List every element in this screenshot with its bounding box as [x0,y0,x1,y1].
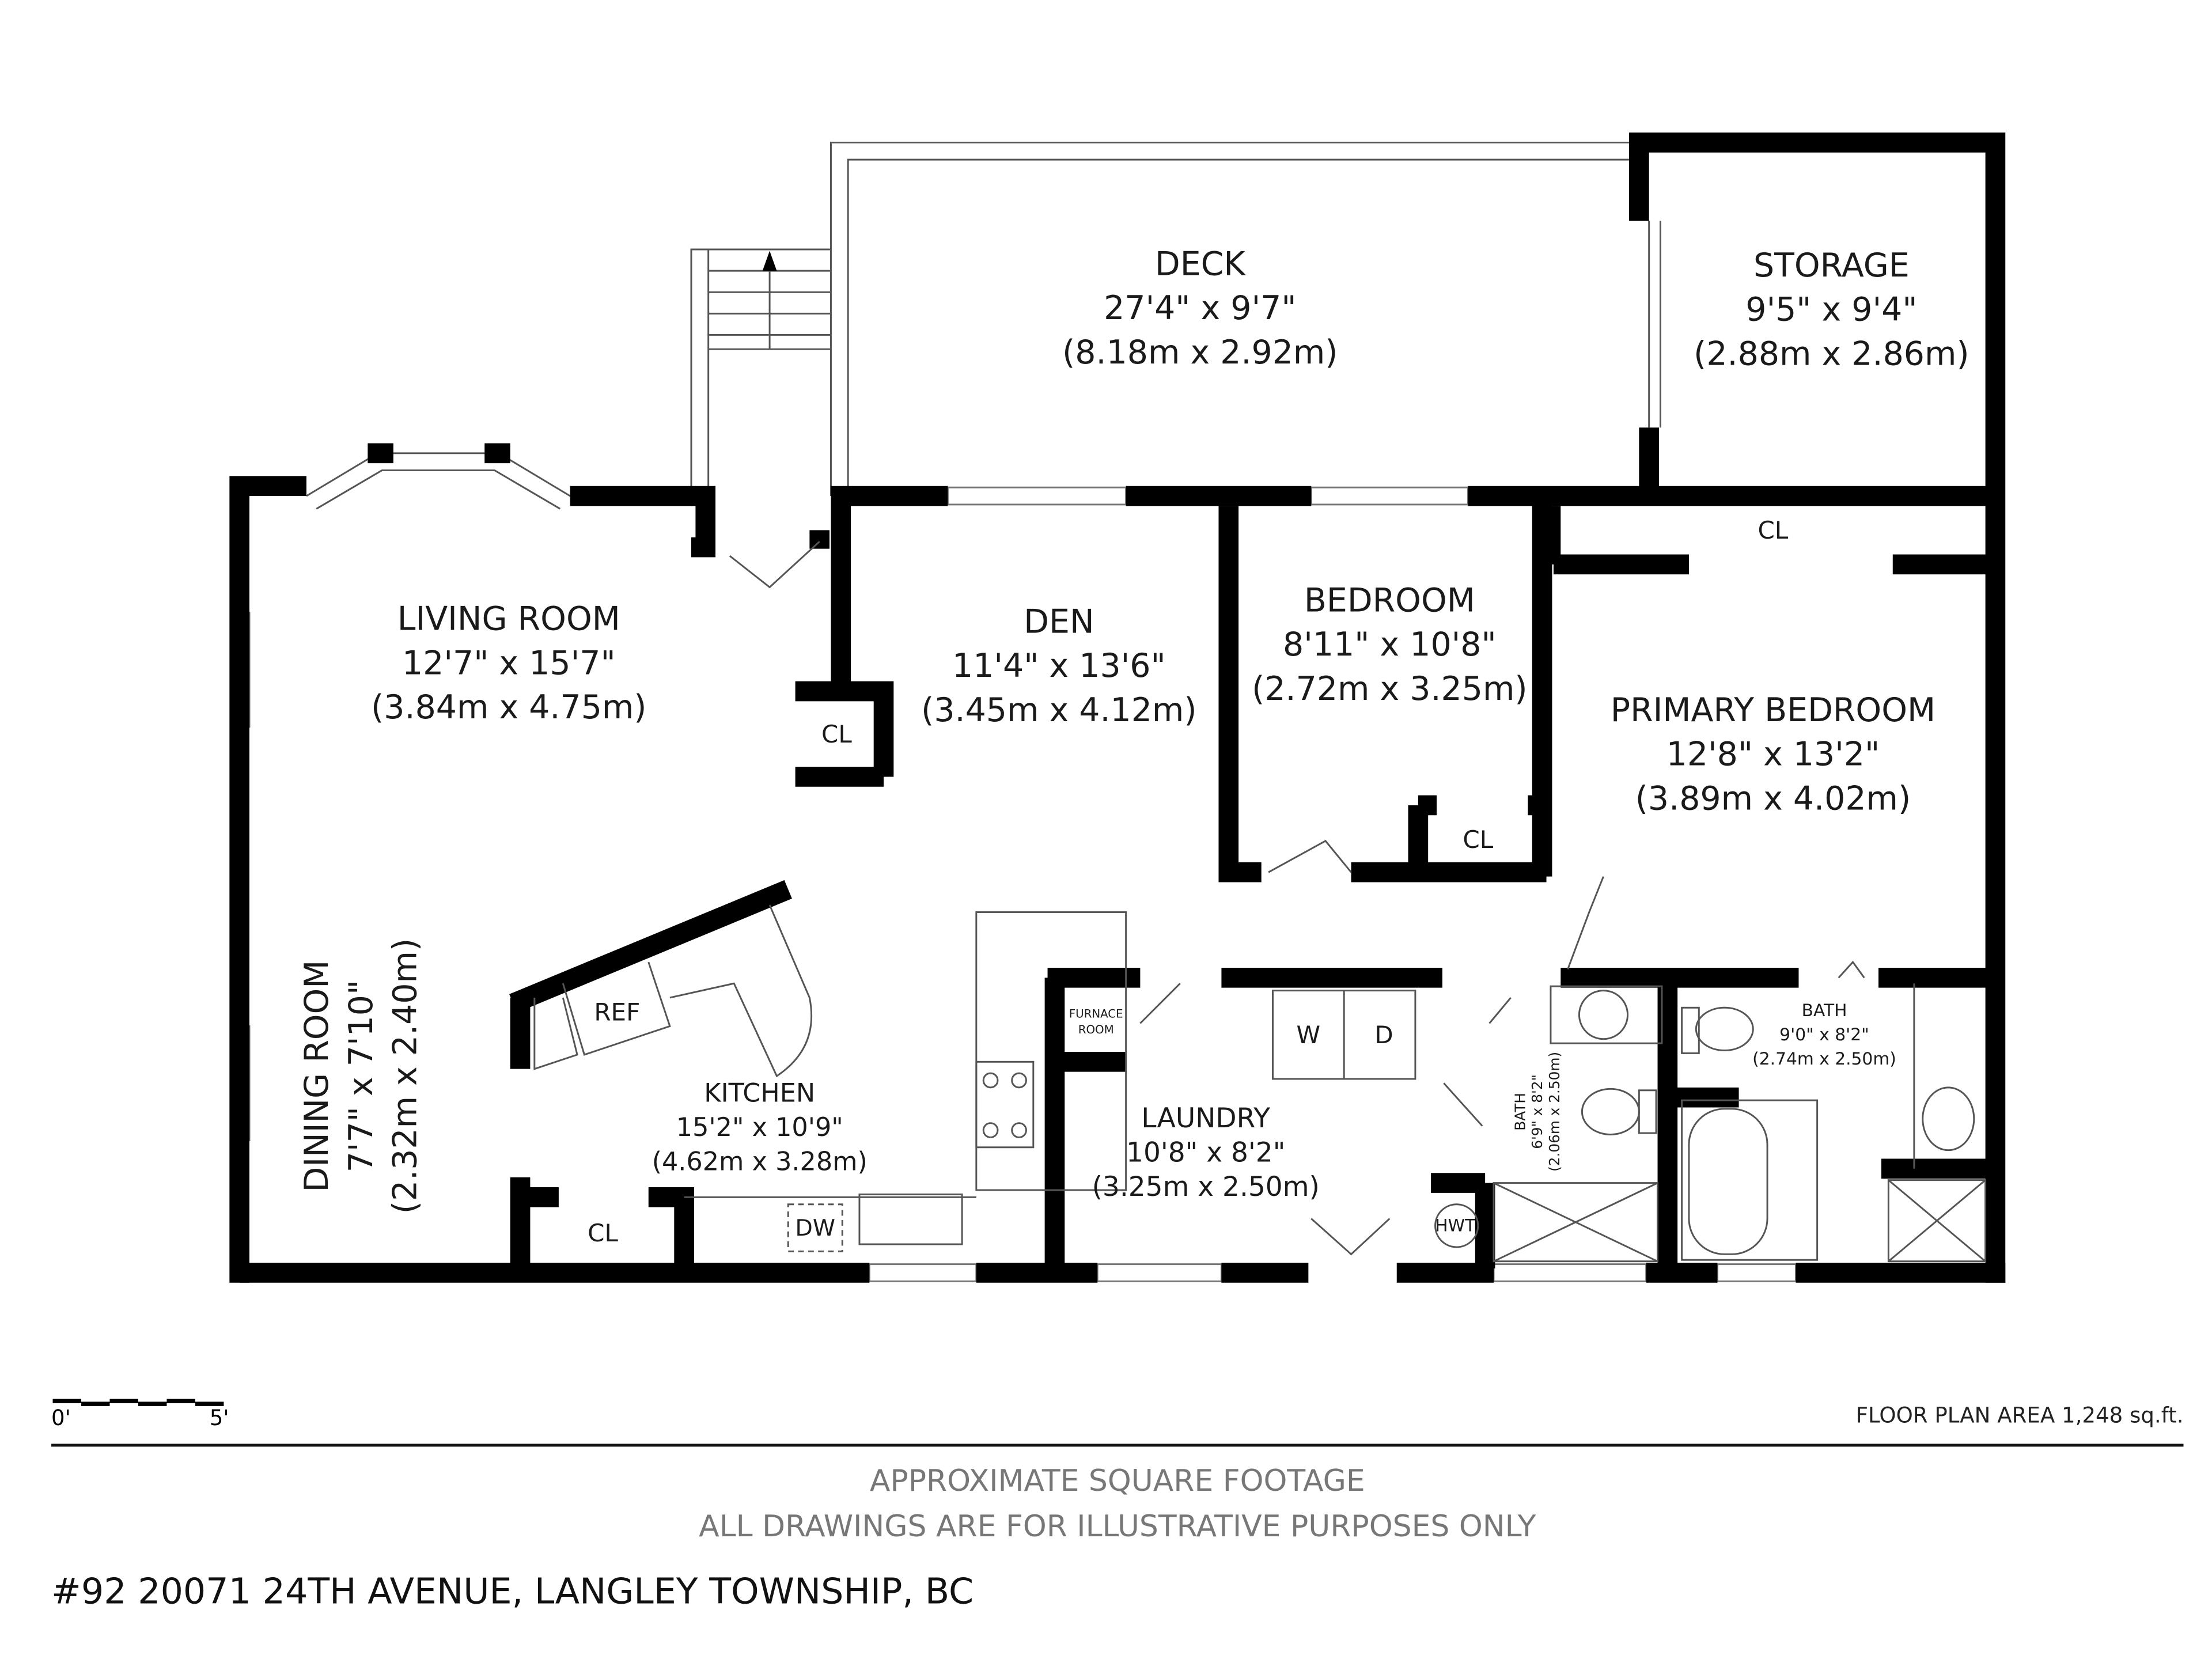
closet-label: CL [1463,825,1493,854]
property-address: #92 20071 24TH AVENUE, LANGLEY TOWNSHIP,… [51,1571,974,1612]
dryer-label: D [1374,1021,1393,1049]
room-primary-bedroom: PRIMARY BEDROOM 12'8" x 13'2" (3.89m x 4… [1611,691,1936,817]
room-metric: (2.74m x 2.50m) [1752,1049,1896,1069]
room-name: BATH [1512,1093,1528,1131]
room-name: PRIMARY BEDROOM [1611,691,1936,729]
disclaimer-line-1: APPROXIMATE SQUARE FOOTAGE [870,1464,1365,1498]
scale-bar: 0' 5' [51,1399,229,1430]
room-metric: (3.25m x 2.50m) [1092,1171,1320,1203]
disclaimer-line-2: ALL DRAWINGS ARE FOR ILLUSTRATIVE PURPOS… [699,1509,1536,1544]
scale-start: 0' [51,1406,71,1430]
room-dimensions: 10'8" x 8'2" [1126,1137,1285,1168]
room-name: KITCHEN [704,1078,815,1108]
room-dimensions: 9'0" x 8'2" [1779,1025,1869,1045]
deck-outline [690,141,1661,497]
stair-arrow-icon [762,251,777,271]
room-metric: (3.89m x 4.02m) [1635,779,1911,817]
room-metric: (3.45m x 4.12m) [921,691,1196,729]
room-dimensions: 15'2" x 10'9" [676,1112,843,1142]
room-den: DEN 11'4" x 13'6" (3.45m x 4.12m) [921,603,1196,729]
room-dimensions: 27'4" x 9'7" [1104,289,1296,327]
room-metric: (3.84m x 4.75m) [371,688,646,726]
furnace-room-label: FURNACE [1069,1007,1123,1021]
room-name: BATH [1802,1001,1847,1021]
room-metric: (2.88m x 2.86m) [1694,335,1969,373]
room-bedroom: BEDROOM 8'11" x 10'8" (2.72m x 3.25m) [1252,581,1527,707]
room-living: LIVING ROOM 12'7" x 15'7" (3.84m x 4.75m… [371,600,646,726]
closet-label: CL [588,1219,618,1247]
closet-label: CL [1758,516,1789,544]
room-name: LIVING ROOM [397,600,620,638]
room-dimensions: 11'4" x 13'6" [952,647,1166,685]
room-metric: (2.72m x 3.25m) [1252,670,1527,708]
room-laundry: LAUNDRY 10'8" x 8'2" (3.25m x 2.50m) [1092,1103,1320,1203]
room-metric: (2.06m x 2.50m) [1546,1052,1563,1172]
room-name: DECK [1155,245,1246,283]
room-dimensions: 12'7" x 15'7" [402,644,616,682]
room-name: BEDROOM [1304,581,1475,619]
room-bath-2: BATH 9'0" x 8'2" (2.74m x 2.50m) [1752,1001,1896,1069]
closet-label: CL [821,720,852,748]
room-dimensions: 6'9" x 8'2" [1529,1074,1546,1149]
room-name: STORAGE [1753,247,1910,285]
room-deck: DECK 27'4" x 9'7" (8.18m x 2.92m) [1062,245,1338,372]
room-storage: STORAGE 9'5" x 9'4" (2.88m x 2.86m) [1694,247,1969,373]
fixture-labels: CL CL CL CL REF DW W D HWT FURNACE ROOM [588,516,1789,1247]
washer-label: W [1297,1021,1321,1049]
floor-plan-area: FLOOR PLAN AREA 1,248 sq.ft. [1856,1403,2184,1427]
room-metric: (4.62m x 3.28m) [652,1146,868,1176]
room-metric: (2.32m x 2.40m) [386,938,424,1214]
room-name: LAUNDRY [1141,1103,1270,1134]
refrigerator-label: REF [594,998,640,1027]
walls [229,132,2006,1283]
room-dimensions: 12'8" x 13'2" [1666,736,1880,774]
room-dining: DINING ROOM 7'7" x 7'10" (2.32m x 2.40m) [298,938,424,1214]
room-name: DINING ROOM [298,960,336,1192]
furnace-room-label-2: ROOM [1078,1023,1114,1036]
scale-end: 5' [210,1406,229,1430]
room-dimensions: 8'11" x 10'8" [1283,626,1497,664]
hot-water-tank-label: HWT [1435,1216,1476,1236]
fixtures [533,541,1987,1263]
dishwasher-label: DW [795,1215,835,1241]
room-bath-1: BATH 6'9" x 8'2" (2.06m x 2.50m) [1512,1052,1562,1172]
room-name: DEN [1024,603,1094,641]
room-kitchen: KITCHEN 15'2" x 10'9" (4.62m x 3.28m) [652,1078,868,1177]
room-dimensions: 9'5" x 9'4" [1745,291,1917,329]
room-dimensions: 7'7" x 7'10" [342,980,380,1172]
room-metric: (8.18m x 2.92m) [1062,334,1338,372]
windows [231,452,2005,1282]
